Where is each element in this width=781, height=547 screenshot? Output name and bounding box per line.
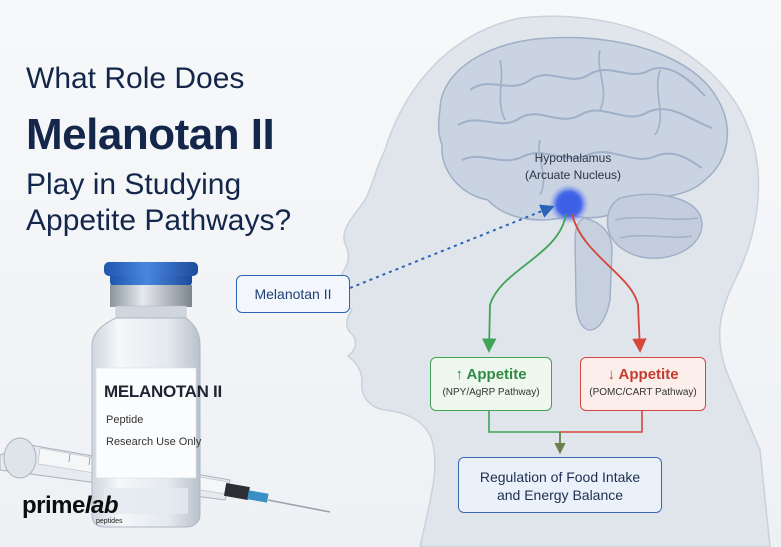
title-line-4: Appetite Pathways? [26,204,292,237]
vial-label-usage: Research Use Only [106,436,202,448]
logo-subtitle: peptides [96,518,123,525]
hypothalamus-region: (Arcuate Nucleus) [524,168,622,182]
down-arrow [571,213,647,353]
npy-agrp-pathway-label: (NPY/AgRP Pathway) [442,387,540,398]
hypothalamus-label: Hypothalamus (Arcuate Nucleus) [498,150,648,184]
brand-logo: primelab [22,492,119,520]
brain [437,36,728,331]
up-arrow [482,213,567,353]
vial [91,262,201,528]
increase-appetite-title: ↑ Appetite [455,366,527,383]
vial-label-type: Peptide [106,414,144,426]
down-connector [560,409,643,433]
melanotan-arrow [349,204,555,289]
pomc-cart-pathway-label: (POMC/CART Pathway) [589,387,697,398]
logo-lab: lab [84,492,119,519]
title-line-2: Melanotan II [26,110,275,159]
melanotan-label-box: Melanotan II [236,275,350,313]
title-line-1: What Role Does [26,62,245,95]
regulation-box: Regulation of Food Intake and Energy Bal… [458,457,662,513]
hypothalamus-dot [559,194,579,214]
decrease-appetite-title: ↓ Appetite [607,366,679,383]
logo-prime: prime [22,492,85,519]
cerebellum [606,193,703,259]
hypothalamus-name: Hypothalamus [534,151,612,165]
decrease-appetite-box: ↓ Appetite (POMC/CART Pathway) [580,357,706,411]
regulation-line-1: Regulation of Food Intake [479,469,641,485]
brainstem [574,217,613,331]
regulation-line-2: and Energy Balance [496,487,624,503]
increase-appetite-box: ↑ Appetite (NPY/AgRP Pathway) [430,357,552,411]
vial-label-name: MELANOTAN II [104,382,222,401]
title-line-3: Play in Studying [26,168,242,201]
